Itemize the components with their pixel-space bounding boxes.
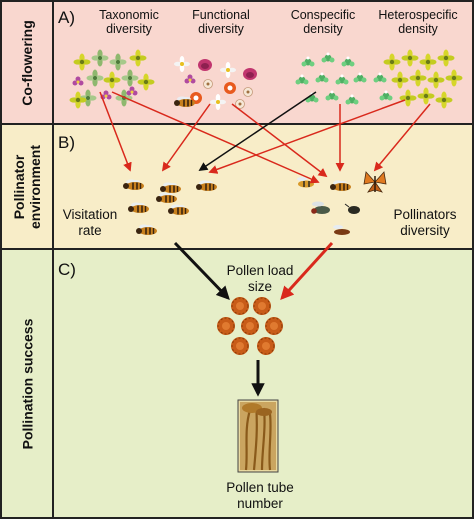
heterospecific-density-flowers-icon bbox=[373, 49, 463, 109]
taxonomic-diversity-flowers-icon bbox=[69, 49, 155, 109]
conspecific-density-flowers-icon bbox=[295, 52, 367, 105]
pollen-tube-image bbox=[237, 399, 279, 473]
panel-pollination-success: Pollination success C) bbox=[0, 248, 474, 519]
red-arrow-diversity-to-load bbox=[280, 241, 334, 300]
beetle-icon bbox=[344, 203, 360, 214]
panel-a-letter: A) bbox=[58, 8, 75, 27]
wasp-icon bbox=[333, 225, 350, 235]
panel-c-letter: C) bbox=[58, 260, 76, 279]
pollinators-diversity-icon bbox=[297, 171, 387, 235]
fly-icon bbox=[311, 201, 330, 214]
side-label-pollination-box: Pollination success bbox=[2, 250, 54, 517]
bees-visitation-icon bbox=[122, 178, 218, 236]
black-arrow-conspecific bbox=[198, 91, 317, 172]
pollen-grains-icon bbox=[216, 296, 284, 356]
functional-diversity-flowers-icon bbox=[173, 56, 257, 110]
panel-b-letter: B) bbox=[58, 133, 75, 152]
butterfly-icon bbox=[363, 171, 387, 193]
side-label-co-flowering-box: Co-flowering bbox=[2, 2, 54, 123]
red-arrows-a-to-b bbox=[99, 91, 431, 184]
side-label-pollinator-box: Pollinator environment bbox=[2, 125, 54, 248]
black-arrow-visitation-to-load bbox=[173, 241, 230, 300]
